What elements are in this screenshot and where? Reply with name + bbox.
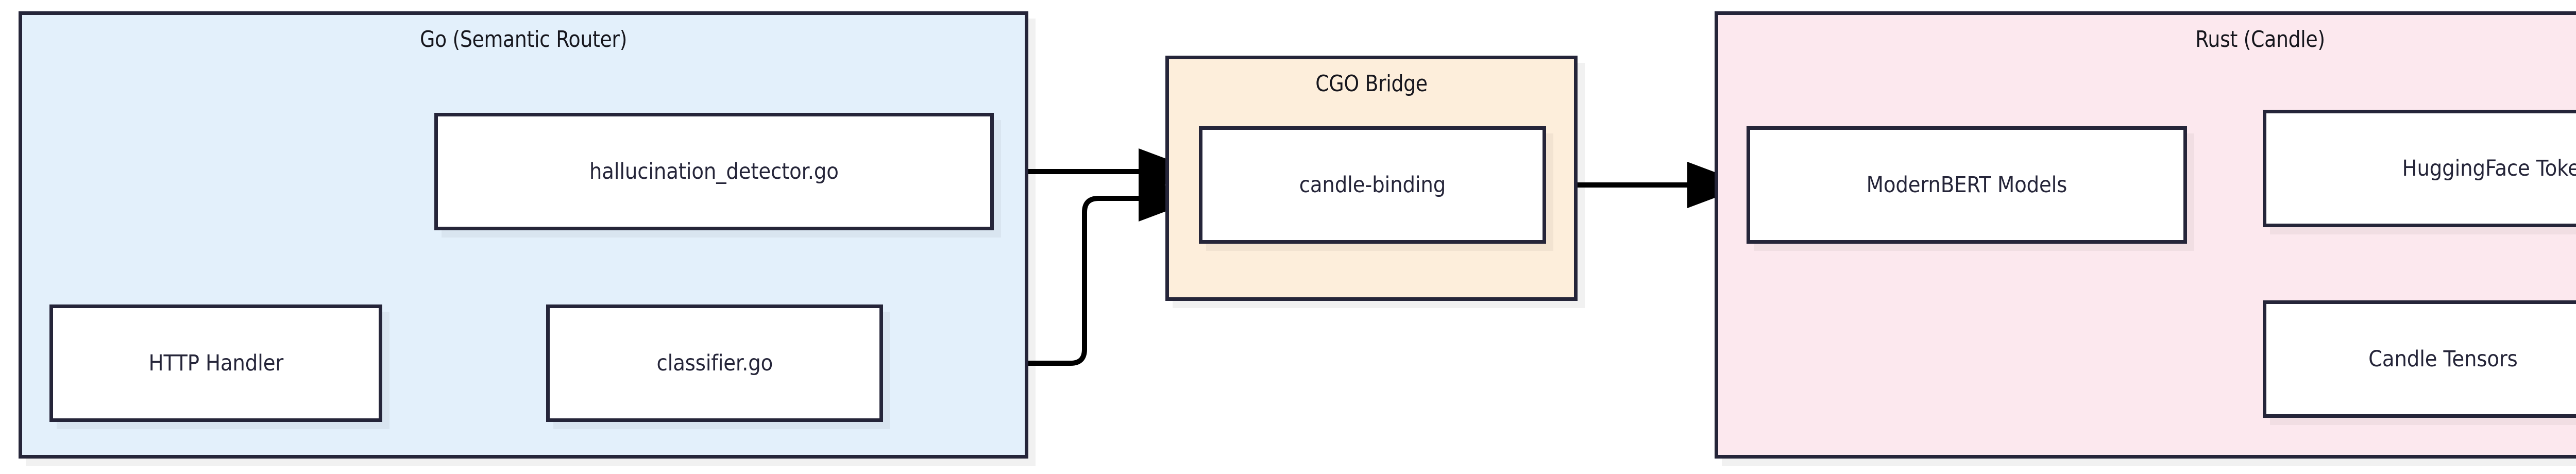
node-huggingface-tokenizers[interactable]: HuggingFace Tokenizers (2263, 110, 2576, 227)
cluster-go-title: Go (Semantic Router) (419, 26, 628, 53)
node-candle-tensors-label: Candle Tensors (2368, 346, 2518, 372)
node-classifier-go-label: classifier.go (656, 350, 773, 376)
cluster-cgo-title: CGO Bridge (1315, 71, 1428, 97)
node-modernbert-models-label: ModernBERT Models (1866, 172, 2067, 198)
node-candle-binding-label: candle-binding (1299, 172, 1446, 198)
node-hallucination-detector-go-label: hallucination_detector.go (589, 159, 839, 184)
node-huggingface-tokenizers-label: HuggingFace Tokenizers (2402, 156, 2576, 181)
node-candle-binding[interactable]: candle-binding (1199, 126, 1546, 244)
node-modernbert-models[interactable]: ModernBERT Models (1747, 126, 2187, 244)
node-http-handler-label: HTTP Handler (148, 350, 283, 376)
node-classifier-go[interactable]: classifier.go (546, 304, 883, 422)
edge-classifier-to-candle-binding (881, 175, 1200, 366)
node-http-handler[interactable]: HTTP Handler (49, 304, 382, 422)
node-candle-tensors[interactable]: Candle Tensors (2263, 300, 2576, 418)
cluster-rust-title: Rust (Candle) (2195, 26, 2325, 53)
node-hallucination-detector-go[interactable]: hallucination_detector.go (434, 113, 994, 230)
